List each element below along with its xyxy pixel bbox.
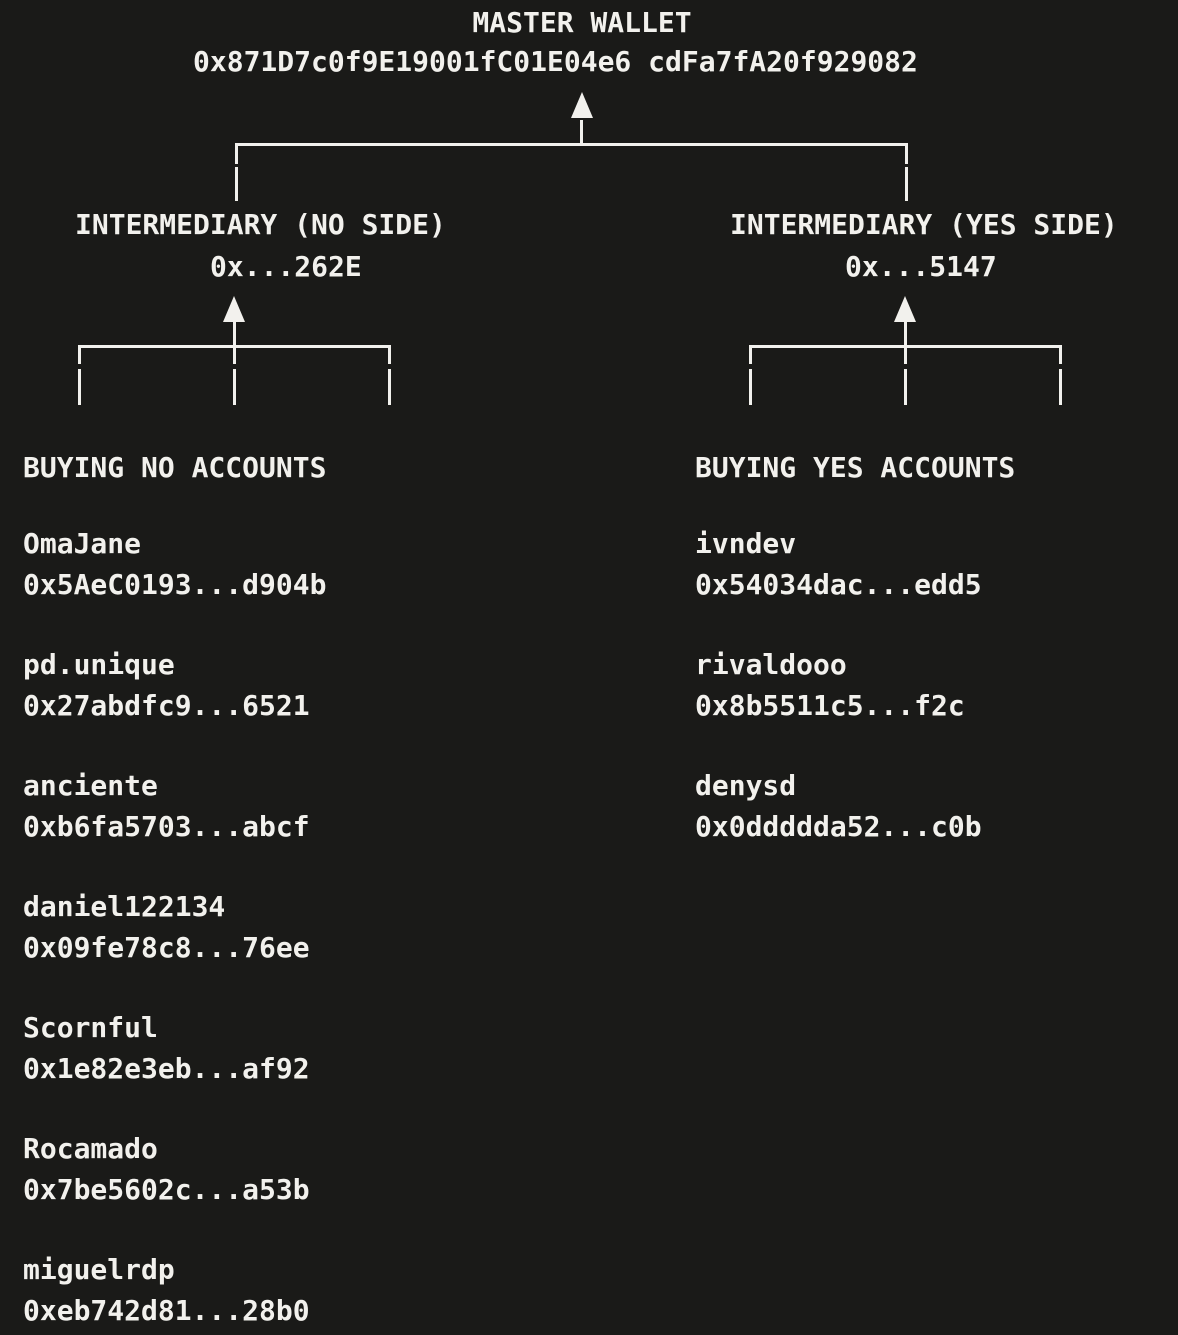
- account-item: daniel122134 0x09fe78c8...76ee: [23, 886, 326, 968]
- up-arrow-icon: [894, 296, 916, 322]
- yes-branch-stem-line: [904, 322, 907, 348]
- account-name: OmaJane: [23, 527, 142, 560]
- account-name: pd.unique: [23, 648, 175, 681]
- account-item: rivaldooo 0x8b5511c5...f2c: [695, 644, 982, 726]
- yes-branch-right-corner-line: [1059, 345, 1062, 364]
- master-wallet-address: 0x871D7c0f9E19001fC01E04e6 cdFa7fA20f929…: [193, 45, 918, 78]
- master-branch-left-corner-line: [235, 143, 238, 164]
- master-branch-stem-line: [580, 120, 583, 144]
- buying-yes-accounts-heading: BUYING YES ACCOUNTS: [695, 451, 1016, 484]
- master-branch-right-corner-line: [905, 143, 908, 164]
- account-item: OmaJane 0x5AeC0193...d904b: [23, 523, 326, 605]
- intermediary-yes-label: INTERMEDIARY (YES SIDE): [730, 208, 1118, 241]
- master-branch-right-dash-line: [905, 167, 908, 201]
- account-name: daniel122134: [23, 890, 226, 923]
- account-item: anciente 0xb6fa5703...abcf: [23, 765, 326, 847]
- no-branch-left-dash-line: [78, 369, 81, 405]
- account-item: pd.unique 0x27abdfc9...6521: [23, 644, 326, 726]
- yes-branch-left-corner-line: [749, 345, 752, 364]
- account-item: Rocamado 0x7be5602c...a53b: [23, 1128, 326, 1210]
- account-address: 0x27abdfc9...6521: [23, 689, 310, 722]
- account-name: miguelrdp: [23, 1253, 175, 1286]
- account-address: 0xb6fa5703...abcf: [23, 810, 310, 843]
- no-branch-right-dash-line: [388, 369, 391, 405]
- account-address: 0x0ddddda52...c0b: [695, 810, 982, 843]
- account-item: miguelrdp 0xeb742d81...28b0: [23, 1249, 326, 1331]
- account-name: anciente: [23, 769, 158, 802]
- account-address: 0x09fe78c8...76ee: [23, 931, 310, 964]
- no-branch-right-corner-line: [388, 345, 391, 364]
- account-address: 0x8b5511c5...f2c: [695, 689, 965, 722]
- master-wallet-title: MASTER WALLET: [472, 6, 692, 39]
- account-name: Rocamado: [23, 1132, 158, 1165]
- account-address: 0x7be5602c...a53b: [23, 1173, 310, 1206]
- account-item: ivndev 0x54034dac...edd5: [695, 523, 982, 605]
- account-name: Scornful: [23, 1011, 158, 1044]
- master-branch-left-dash-line: [235, 167, 238, 201]
- account-address: 0x5AeC0193...d904b: [23, 568, 327, 601]
- no-branch-center-dash-line: [233, 369, 236, 405]
- yes-branch-right-dash-line: [1059, 369, 1062, 405]
- buying-yes-accounts-list: ivndev 0x54034dac...edd5 rivaldooo 0x8b5…: [695, 523, 982, 886]
- account-address: 0x54034dac...edd5: [695, 568, 982, 601]
- account-name: denysd: [695, 769, 797, 802]
- intermediary-no-label: INTERMEDIARY (NO SIDE): [75, 208, 446, 241]
- account-address: 0x1e82e3eb...af92: [23, 1052, 310, 1085]
- up-arrow-icon: [223, 296, 245, 322]
- account-item: Scornful 0x1e82e3eb...af92: [23, 1007, 326, 1089]
- account-address: 0xeb742d81...28b0: [23, 1294, 310, 1327]
- no-branch-center-corner-line: [233, 345, 236, 364]
- account-name: rivaldooo: [695, 648, 847, 681]
- up-arrow-icon: [571, 92, 593, 118]
- buying-no-accounts-list: OmaJane 0x5AeC0193...d904b pd.unique 0x2…: [23, 523, 326, 1335]
- master-branch-bar-line: [235, 143, 908, 146]
- intermediary-yes-address: 0x...5147: [845, 250, 997, 283]
- buying-no-accounts-heading: BUYING NO ACCOUNTS: [23, 451, 327, 484]
- account-name: ivndev: [695, 527, 797, 560]
- yes-branch-left-dash-line: [749, 369, 752, 405]
- yes-branch-center-dash-line: [904, 369, 907, 405]
- no-branch-stem-line: [233, 322, 236, 348]
- account-item: denysd 0x0ddddda52...c0b: [695, 765, 982, 847]
- yes-branch-center-corner-line: [904, 345, 907, 364]
- no-branch-left-corner-line: [78, 345, 81, 364]
- intermediary-no-address: 0x...262E: [210, 250, 362, 283]
